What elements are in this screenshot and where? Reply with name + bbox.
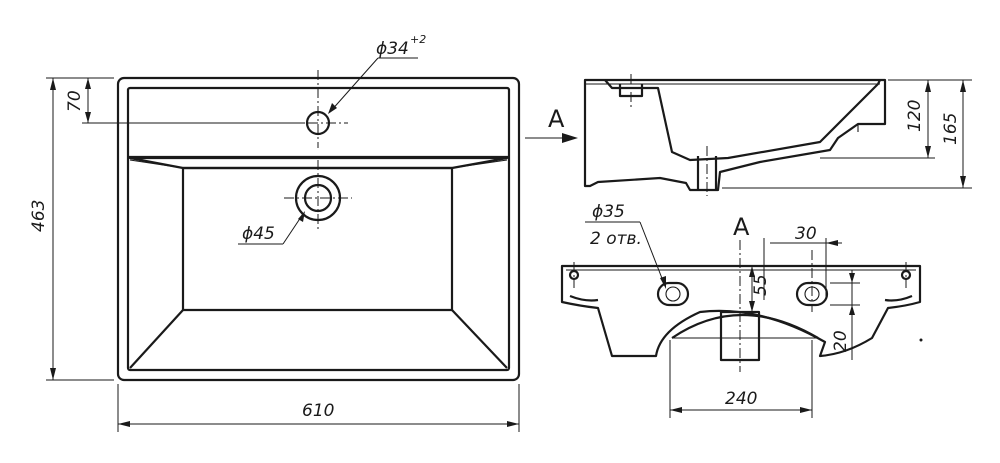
bowl-bottom (181, 166, 454, 312)
dim-463-label: 463 (29, 200, 49, 232)
dim-70-arrow-bottom (85, 112, 91, 123)
front-flange-right (884, 294, 913, 302)
tap-hole-tolerance: +2 (410, 33, 426, 46)
dim-240-arrow-right (800, 407, 812, 413)
front-view-label: A (733, 213, 750, 241)
dim-20-label: 20 (831, 330, 851, 352)
side-bowl-inner (604, 79, 881, 162)
dim-463-arrow-top (50, 78, 56, 90)
mount-hole-count: 2 отв. (590, 229, 642, 249)
dim-240-arrow-left (670, 407, 682, 413)
dim-120-label: 120 (905, 100, 925, 132)
dim-610-label: 610 (302, 401, 334, 421)
dim-120-arrow-bottom (925, 146, 931, 158)
dim-165-arrow-bottom (960, 176, 966, 188)
dim-20-arrow-top (849, 273, 855, 283)
side-view: A 120 165 (525, 74, 972, 196)
drain-hole-label: ϕ45 (242, 224, 275, 244)
bowl-corner-br (451, 309, 508, 369)
bowl-corner-bl (129, 309, 184, 369)
dim-463-arrow-bottom (50, 368, 56, 380)
bowl-corner-tr (451, 159, 508, 169)
dim-70-label: 70 (65, 90, 85, 112)
tap-hole-label: ϕ34 (376, 39, 409, 59)
view-arrow-label: A (548, 105, 565, 133)
dim-165-label: 165 (941, 113, 961, 145)
side-outline (583, 78, 887, 192)
dim-610-arrow-right (507, 421, 519, 427)
dim-165-arrow-top (960, 80, 966, 92)
mount-slot-left-hole (665, 286, 681, 302)
dim-55-arrow-top (749, 266, 755, 277)
dim-120-arrow-top (925, 80, 931, 92)
dim-240-label: 240 (725, 389, 757, 409)
tap-callout-arrow (328, 103, 337, 114)
front-view: A ϕ35 2 отв. 30 55 (560, 202, 923, 418)
dim-610-arrow-left (118, 421, 130, 427)
front-bowl-curve (671, 314, 819, 339)
view-arrow-head (562, 133, 578, 143)
tap-callout-leader (329, 57, 379, 113)
mount-callout-arrow (660, 276, 666, 289)
drain-callout-arrow (298, 211, 305, 222)
plan-view: 610 463 70 ϕ34 +2 ϕ45 (29, 33, 521, 432)
dim-20-arrow-bottom (849, 305, 855, 315)
bowl-corner-tl (129, 159, 184, 169)
mount-slot-left (656, 281, 690, 307)
dim-70-arrow-top (85, 78, 91, 89)
stray-dot (919, 338, 923, 342)
mount-hole-label: ϕ35 (592, 202, 625, 222)
front-flange-left (569, 294, 599, 302)
dim-55-label: 55 (751, 274, 771, 296)
dim-55-arrow-bottom (749, 301, 755, 312)
mount-callout-leader (639, 221, 666, 287)
side-drain (696, 156, 718, 190)
dim-30-label: 30 (795, 224, 817, 244)
dim-30-arrow (826, 240, 838, 246)
